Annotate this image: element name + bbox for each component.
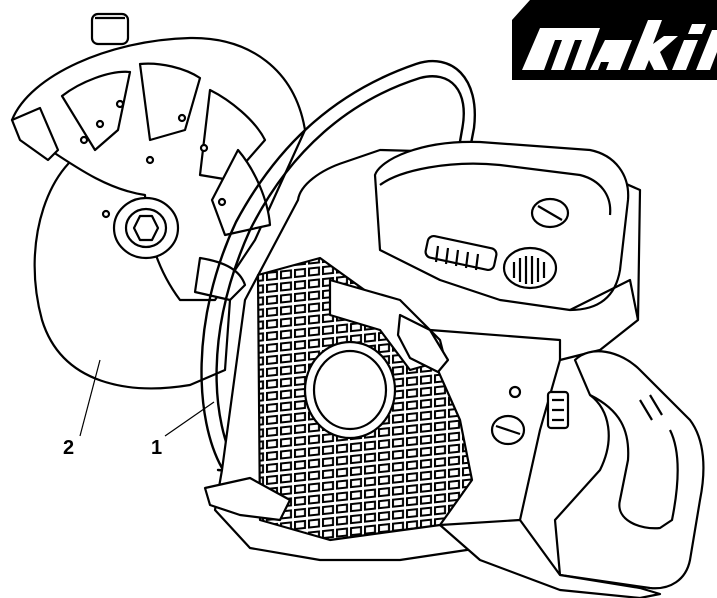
cutting-wheel-guard [10,12,307,390]
air-filter-grille [256,256,474,542]
makita-logo [512,0,717,80]
callout-leaders [79,359,215,437]
air-vent [502,246,558,290]
leader-line-1 [164,401,215,437]
base-frame [203,476,662,598]
callout-label-1: 1 [151,437,163,459]
leader-line-2 [79,359,101,437]
rear-handle [490,350,705,590]
makita-logo-lettering [522,20,717,70]
callout-label-2: 2 [63,437,75,459]
